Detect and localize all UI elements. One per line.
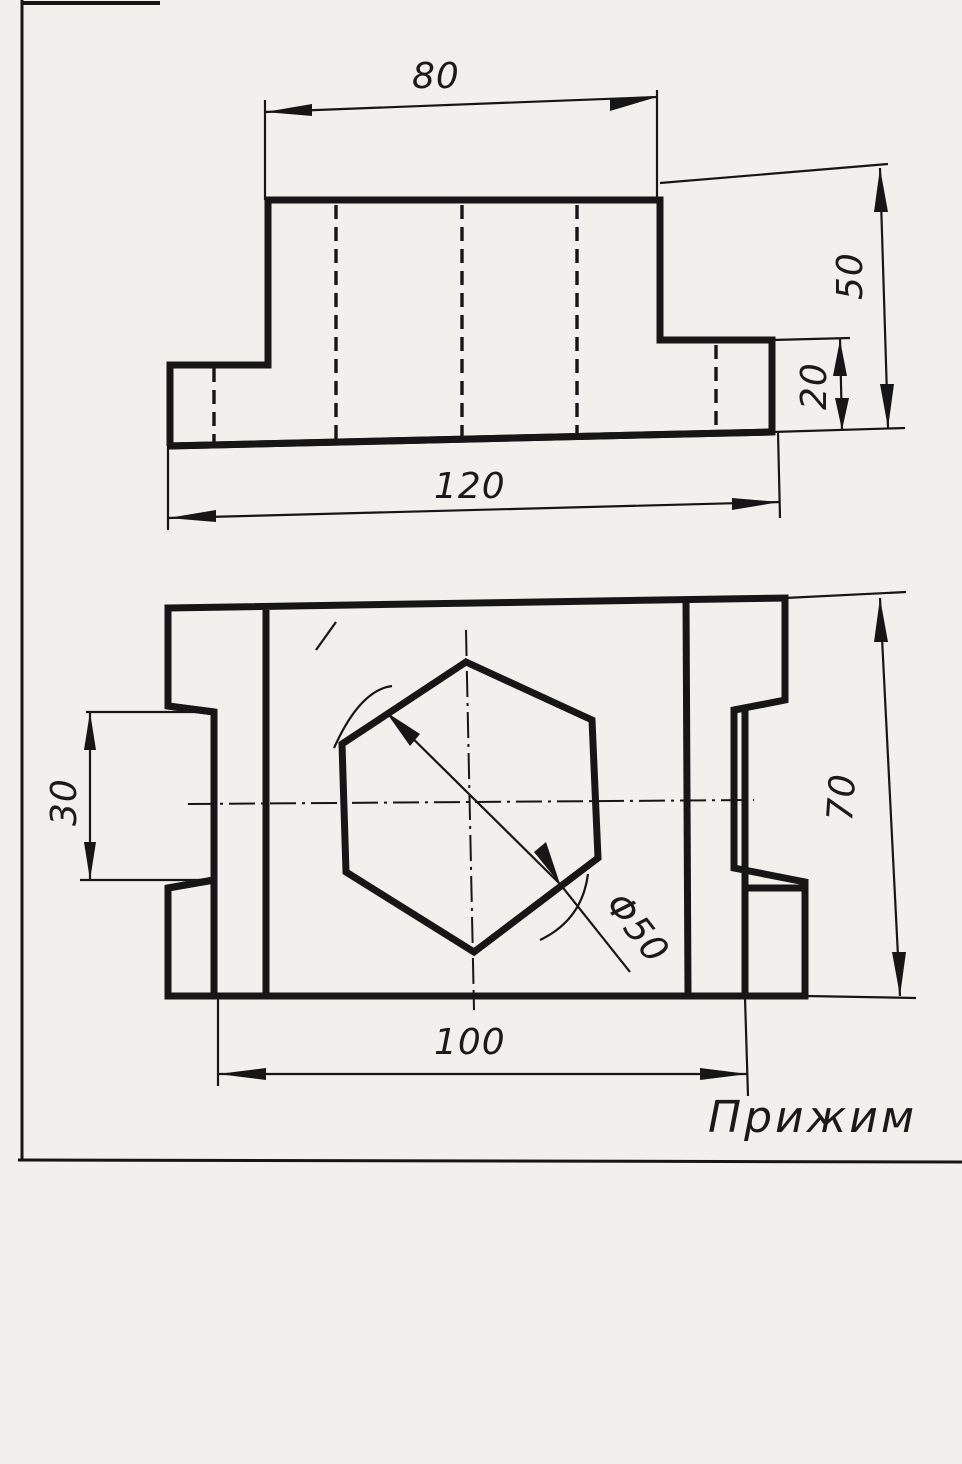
- dimension-label-80: 80: [412, 56, 460, 97]
- dimension-label-30: 30: [44, 778, 85, 826]
- drawing-title: Прижим: [708, 1092, 917, 1143]
- right-slot-inner: [733, 703, 749, 998]
- dimension-20: 20: [771, 336, 851, 431]
- top-view: Φ50 30 70 100: [44, 590, 917, 1097]
- dimension-50: 50: [659, 162, 906, 434]
- dimension-30: 30: [44, 710, 214, 882]
- dimension-label-70: 70: [820, 772, 864, 823]
- inner-vertical-right: [682, 599, 692, 995]
- front-view-base-line: [169, 428, 773, 450]
- dimension-label-100: 100: [434, 1022, 506, 1063]
- center-line-vertical: [465, 629, 475, 1011]
- dimension-label-20: 20: [794, 362, 835, 410]
- front-view: 80 50 20 120: [166, 56, 906, 530]
- hexagon: [338, 658, 602, 957]
- left-slot-outline: [167, 702, 215, 892]
- hidden-lines: [212, 205, 718, 444]
- drawing-frame: [17, 0, 962, 1164]
- center-line-horizontal: [187, 799, 755, 805]
- dimension-80: 80: [263, 56, 659, 200]
- front-view-outline: [166, 196, 776, 450]
- dimension-label-phi-50: Φ50: [597, 885, 677, 971]
- dimension-120: 120: [166, 431, 782, 530]
- dimension-label-120: 120: [434, 466, 506, 507]
- dimension-100: 100: [216, 996, 750, 1097]
- dimension-70: 70: [784, 590, 917, 1000]
- dimension-label-50: 50: [830, 252, 871, 300]
